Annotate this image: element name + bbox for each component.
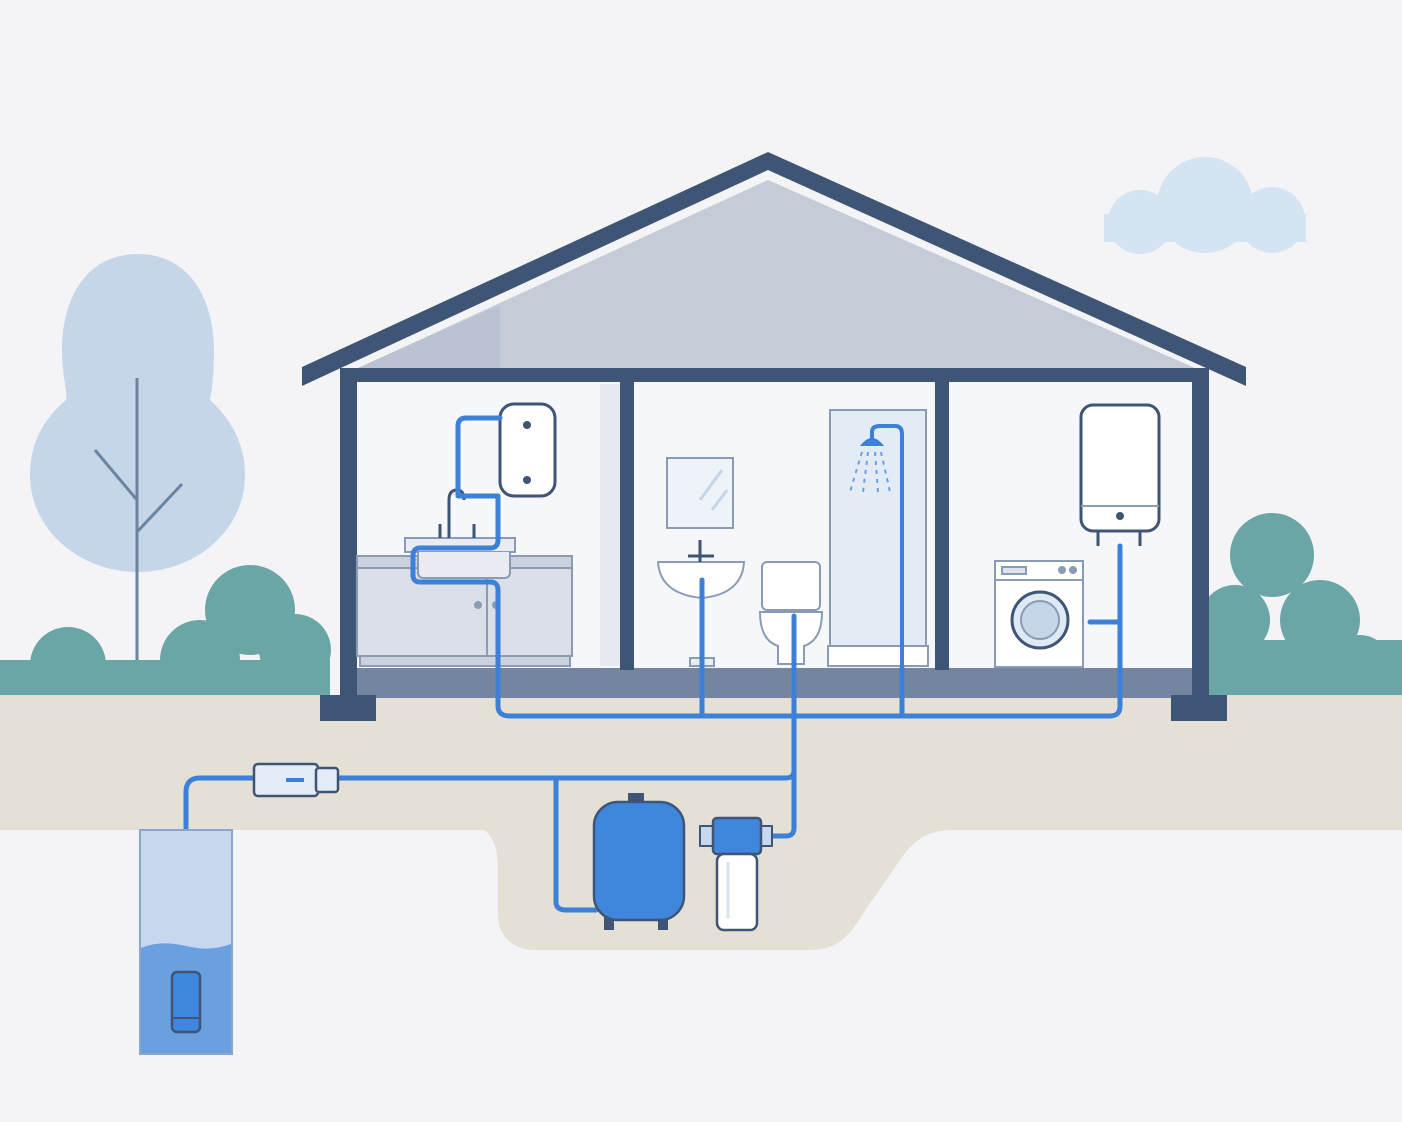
cloud-icon (1104, 157, 1306, 254)
shower-icon (827, 409, 929, 668)
attic (358, 180, 1195, 368)
filter-icon (699, 816, 773, 932)
boiler-icon (1079, 403, 1161, 546)
pump-icon (170, 970, 202, 1034)
mirror-icon (666, 457, 734, 529)
pipe-network (183, 415, 1123, 978)
tank-icon (592, 793, 686, 930)
tree-icon (30, 254, 245, 695)
washer-icon (994, 560, 1084, 668)
footing-right (1171, 695, 1227, 721)
valve-icon (252, 762, 340, 798)
bush-right-icon (1200, 513, 1402, 700)
footing-left (320, 695, 376, 721)
floor-slab (345, 668, 1203, 698)
toilet-icon (758, 561, 824, 665)
boiler-icon (498, 402, 557, 498)
